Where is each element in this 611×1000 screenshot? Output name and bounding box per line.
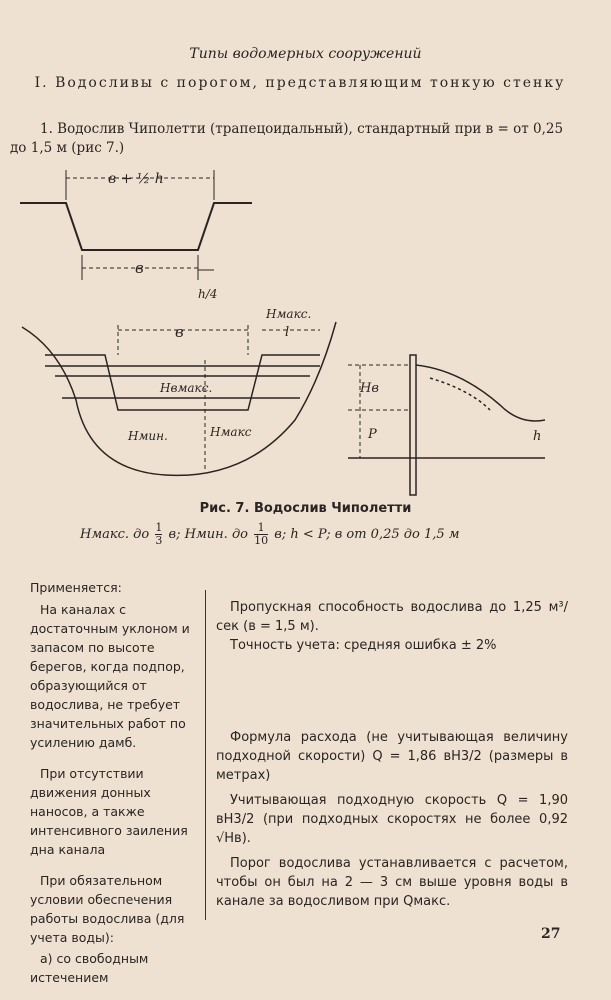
figure-caption: Рис. 7. Водослив Чиполетти [199, 501, 412, 516]
left-column: Применяется: На каналах с достаточным ук… [30, 578, 200, 999]
right-paragraph: Пропускная способность водослива до 1,25… [216, 600, 568, 634]
right-paragraph: Формула расхода (не учитывающая величину… [216, 730, 568, 783]
left-paragraph: На каналах с достаточным уклоном и запас… [30, 602, 190, 750]
column-divider [205, 590, 206, 920]
formula-hmax: Нмакс. до [80, 527, 150, 542]
section-title: I. Водосливы с порогом, представляющим т… [34, 75, 566, 91]
formula-rest: в; h < P; в от 0,25 до 1,5 м [274, 527, 460, 542]
hv-max-label: Нвмакс. [159, 381, 212, 395]
section-b-label: в [175, 323, 184, 341]
right-column-top: Пропускная способность водослива до 1,25… [216, 598, 568, 655]
slope-label: h/4 [198, 287, 217, 301]
left-paragraph: При отсутствии движения донных наносов, … [30, 766, 188, 857]
hmin-label: Hмин. [127, 429, 168, 443]
hmax-top-label: Hмакс. [265, 307, 311, 321]
figure-7-drawing: в + ½ h в h/4 в Hмакс. l Нвмакс. Hмин. H… [20, 170, 546, 496]
formula-v1: в; [168, 527, 181, 542]
intro-paragraph: 1. Водослив Чиполетти (трапецоидальный),… [10, 121, 564, 156]
page-title: Типы водомерных сооружений [189, 46, 422, 62]
hmax-low-label: Hмакс [209, 425, 252, 439]
bottom-dimension-label: в [135, 259, 144, 277]
l-label: l [285, 325, 289, 340]
left-paragraph: а) со свободным истечением [30, 951, 149, 985]
hv-side-label: Нв [359, 381, 379, 396]
left-paragraph: При обязательном условии обеспечения раб… [30, 873, 185, 945]
right-paragraph: Точность учета: средняя ошибка ± 2% [230, 638, 497, 653]
right-paragraph: Порог водослива устанавливается с расчет… [216, 856, 568, 909]
right-column-bottom: Формула расхода (не учитывающая величину… [216, 728, 568, 911]
applies-heading: Применяется: [30, 580, 122, 595]
page-number: 27 [541, 926, 561, 942]
right-paragraph: Учитывающая подходную скорость Q = 1,90 … [216, 793, 568, 846]
top-dimension-label: в + ½ h [108, 171, 164, 187]
p-side-label: Р [367, 427, 377, 442]
formula-hmin: Нмин. до [184, 527, 249, 542]
h-side-label: h [533, 429, 541, 444]
